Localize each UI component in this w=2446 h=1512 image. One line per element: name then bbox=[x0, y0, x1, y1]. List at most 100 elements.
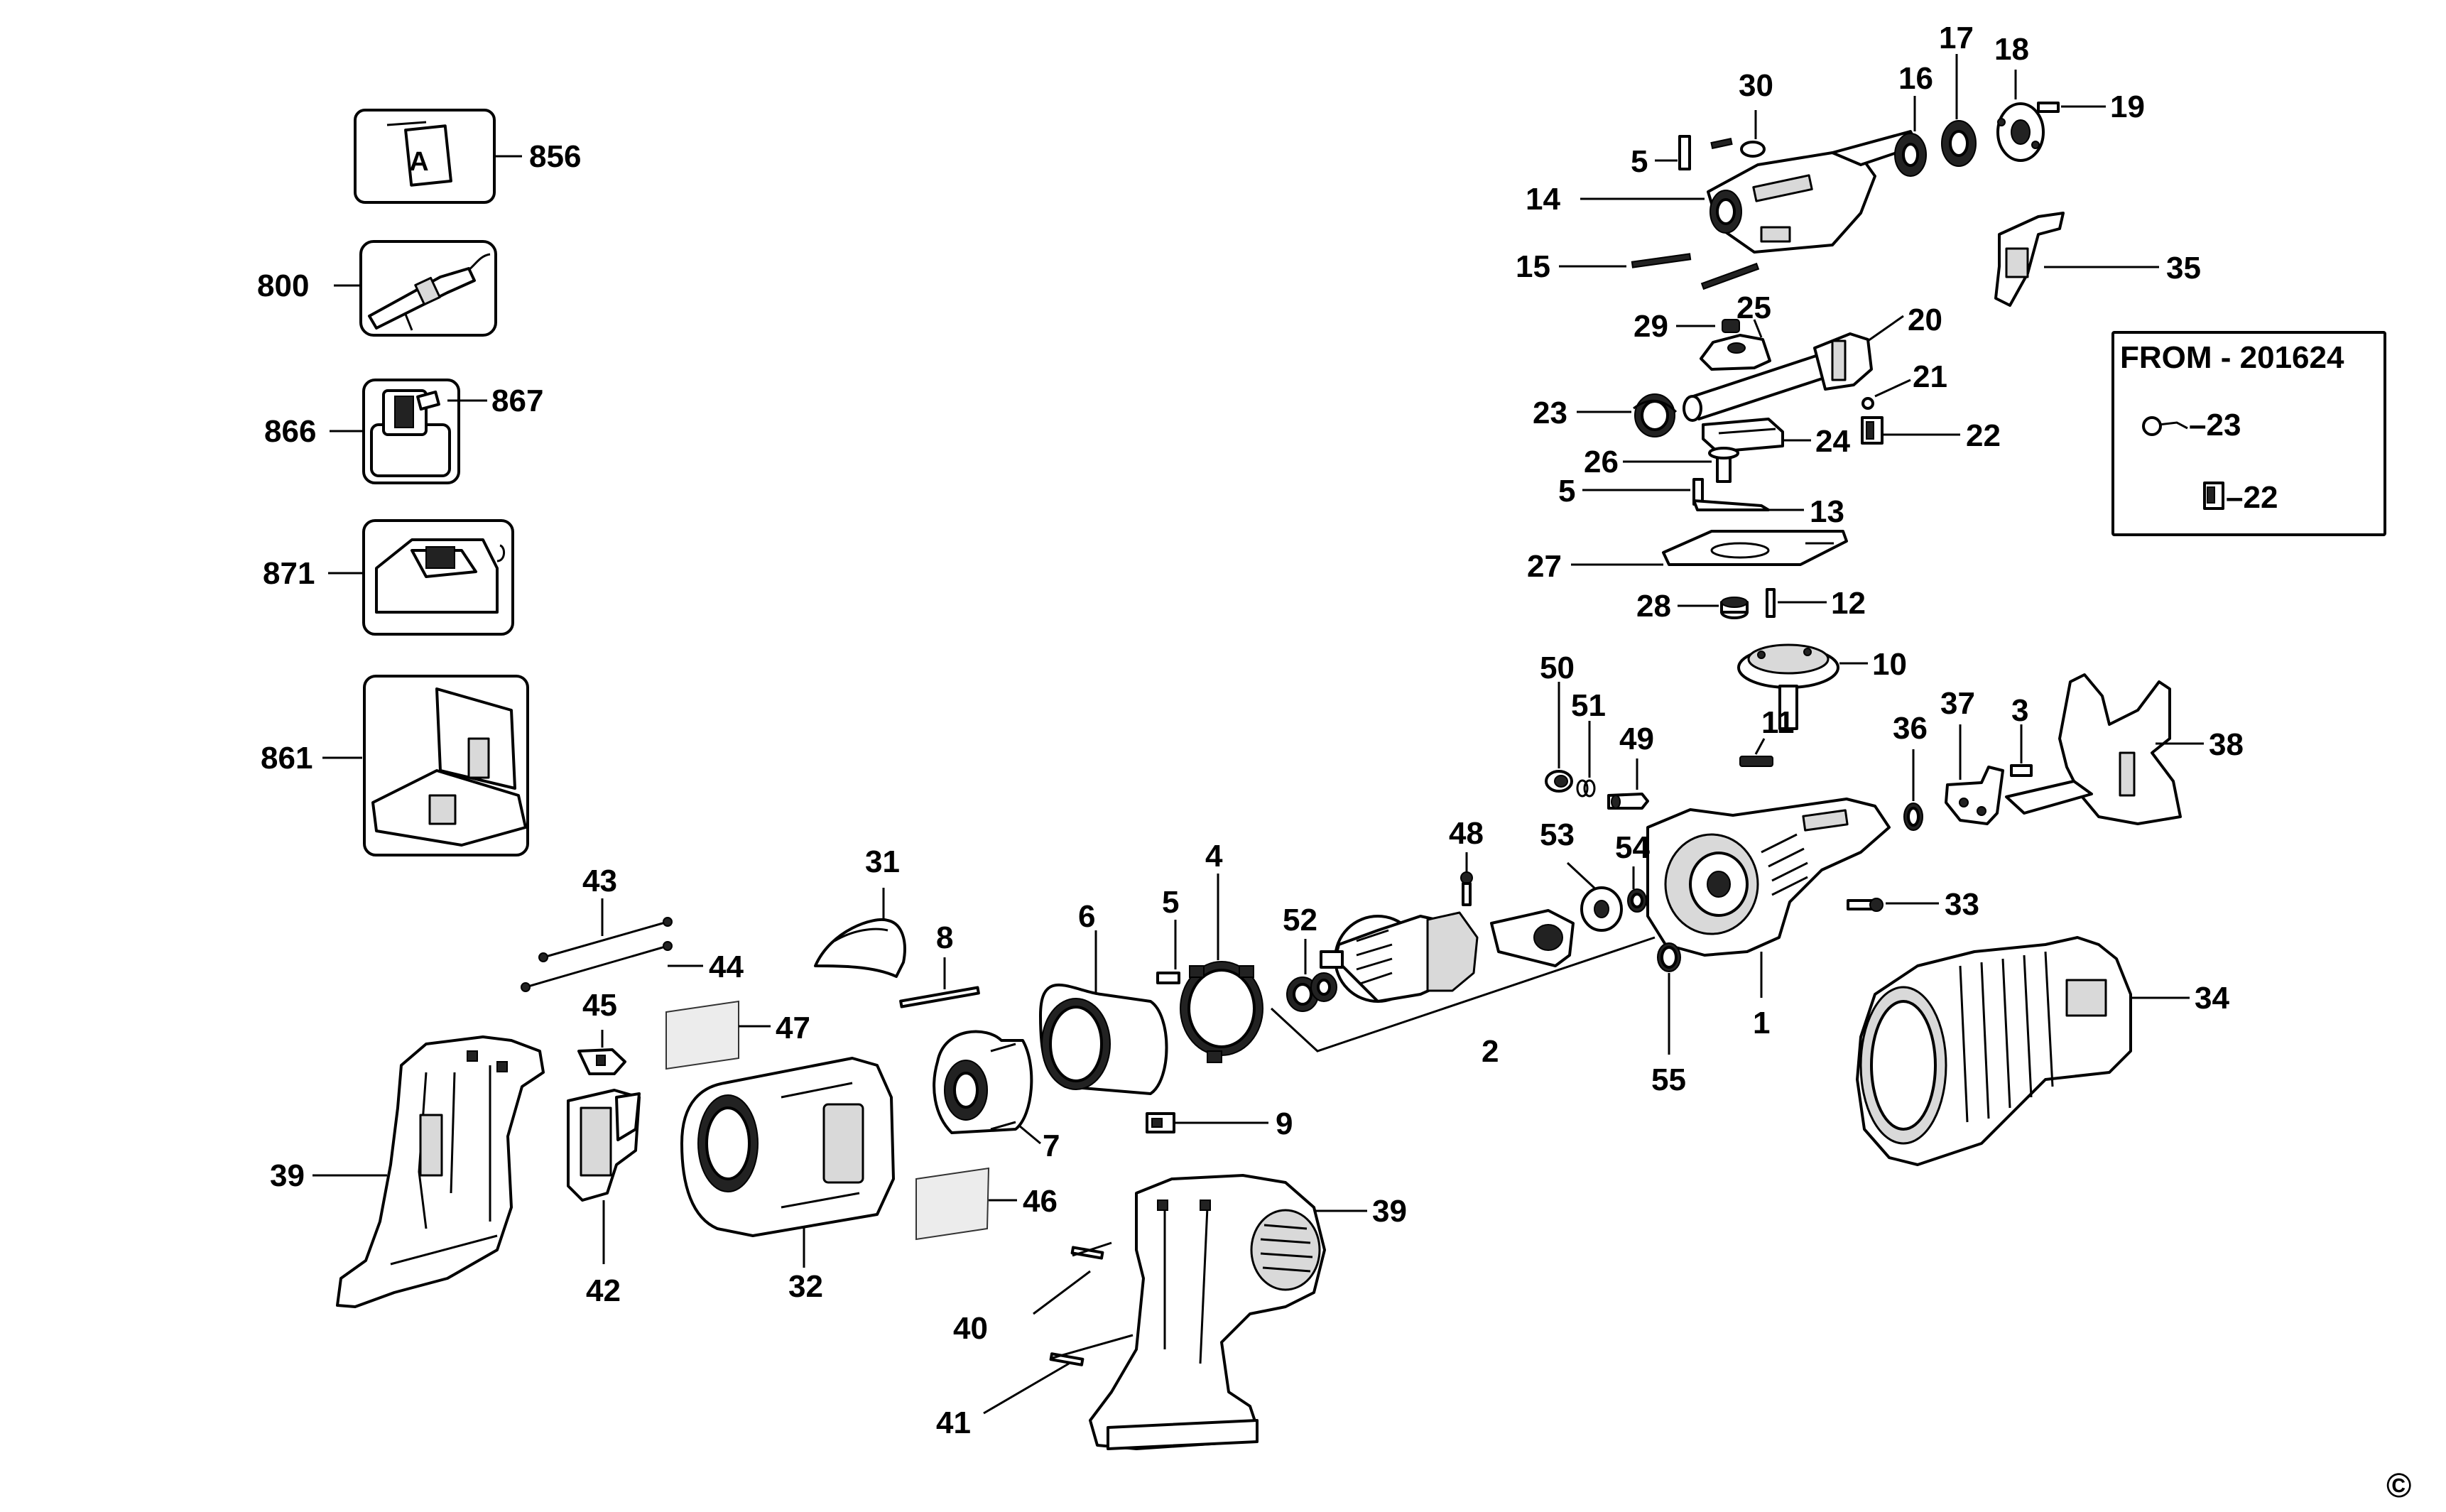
label-800: 800 bbox=[257, 268, 309, 303]
part-2-armature bbox=[1320, 911, 1479, 1003]
part-15-pins bbox=[1631, 253, 1760, 290]
label-46: 46 bbox=[1023, 1184, 1058, 1219]
part-28-bushing bbox=[1720, 597, 1749, 619]
part-55-o-ring bbox=[1657, 942, 1681, 972]
label-23: 23 bbox=[1533, 396, 1567, 430]
label-21: 21 bbox=[1913, 359, 1947, 394]
part-50-cap bbox=[1545, 770, 1573, 793]
label-31: 31 bbox=[865, 844, 900, 879]
part-17-washer bbox=[1941, 120, 1977, 167]
accessory-856-manual: A 856 bbox=[354, 109, 581, 204]
callout-item-22: –22 bbox=[2226, 480, 2278, 515]
part-24-guide-block bbox=[1702, 418, 1784, 453]
label-53: 53 bbox=[1540, 817, 1575, 852]
label-856: 856 bbox=[529, 139, 581, 174]
label-34: 34 bbox=[2195, 981, 2229, 1016]
label-42: 42 bbox=[586, 1273, 621, 1308]
label-33: 33 bbox=[1945, 887, 1979, 922]
part-38-shoe bbox=[2005, 673, 2182, 825]
label-871: 871 bbox=[263, 556, 315, 591]
label-20: 20 bbox=[1908, 303, 1942, 337]
label-45: 45 bbox=[582, 988, 617, 1023]
label-39-right: 39 bbox=[1372, 1194, 1407, 1229]
part-16-washer bbox=[1894, 133, 1927, 177]
part-33-screw bbox=[1847, 898, 1884, 912]
part-25-bracket bbox=[1700, 334, 1771, 371]
label-44: 44 bbox=[709, 950, 744, 984]
manual-letter: A bbox=[409, 147, 428, 177]
callout-item-23: –23 bbox=[2189, 408, 2241, 442]
label-866: 866 bbox=[264, 414, 316, 449]
part-30-pin bbox=[1710, 137, 1766, 158]
part-35-lever bbox=[1994, 212, 2065, 307]
part-49-button bbox=[1607, 793, 1649, 810]
part-10-wobble-gear bbox=[1737, 643, 1839, 730]
label-48: 48 bbox=[1449, 816, 1484, 851]
copyright-symbol: © bbox=[2386, 1467, 2411, 1505]
part-29-nut bbox=[1722, 319, 1740, 333]
part-53-bearing-plate bbox=[1490, 909, 1575, 967]
label-28: 28 bbox=[1636, 589, 1671, 624]
label-51: 51 bbox=[1571, 688, 1606, 723]
label-37: 37 bbox=[1940, 686, 1975, 721]
part-47-insulator-sheet bbox=[665, 1000, 739, 1070]
label-15: 15 bbox=[1516, 249, 1550, 284]
part-48-screw bbox=[1460, 871, 1473, 906]
part-36-o-ring bbox=[1903, 803, 1923, 831]
label-25: 25 bbox=[1736, 290, 1771, 325]
label-5-middle: 5 bbox=[1558, 474, 1575, 508]
part-21-ball bbox=[1861, 397, 1874, 410]
part-12-pin bbox=[1766, 588, 1776, 618]
label-55: 55 bbox=[1651, 1062, 1686, 1097]
accessory-861-case: 861 bbox=[261, 675, 529, 856]
part-6-magnet-sleeve bbox=[1039, 983, 1168, 1095]
part-11-key bbox=[1739, 756, 1773, 767]
label-10: 10 bbox=[1872, 647, 1907, 682]
part-4-brush-ring bbox=[1180, 961, 1263, 1063]
part-7-brush-holder bbox=[933, 1030, 1033, 1134]
label-22: 22 bbox=[1966, 418, 2001, 453]
part-52-bearing bbox=[1286, 972, 1337, 1012]
label-39-left: 39 bbox=[270, 1158, 305, 1193]
label-41: 41 bbox=[936, 1405, 971, 1440]
part-39-handle-left bbox=[336, 1035, 545, 1308]
part-22-latch bbox=[1861, 416, 1884, 445]
part-23-spring bbox=[1633, 393, 1678, 437]
label-29: 29 bbox=[1634, 309, 1668, 344]
part-44-wire bbox=[521, 941, 673, 992]
label-16: 16 bbox=[1898, 61, 1933, 96]
part-53-bearing bbox=[1580, 886, 1623, 932]
accessory-871-charger: 871 bbox=[263, 519, 514, 636]
label-13: 13 bbox=[1810, 494, 1844, 529]
label-17: 17 bbox=[1939, 21, 1974, 55]
part-14-gear-housing-cover bbox=[1707, 130, 1919, 254]
part-8-rod bbox=[899, 986, 980, 1008]
part-39-handle-right bbox=[1089, 1174, 1326, 1450]
part-41-screw bbox=[1049, 1352, 1085, 1366]
part-19-screw bbox=[2037, 102, 2060, 113]
label-4: 4 bbox=[1205, 839, 1223, 874]
part-18-clamp-collar bbox=[1996, 102, 2045, 162]
part-37-plate bbox=[1945, 766, 2004, 825]
label-54: 54 bbox=[1615, 830, 1650, 865]
part-32-field bbox=[680, 1057, 895, 1237]
part-9-brush bbox=[1146, 1112, 1207, 1133]
label-36: 36 bbox=[1893, 711, 1928, 746]
part-31-cap bbox=[814, 918, 906, 978]
label-38: 38 bbox=[2209, 727, 2244, 762]
callout-title: FROM - 201624 bbox=[2120, 340, 2344, 375]
accessory-866-battery: 867 866 bbox=[264, 379, 543, 484]
label-19: 19 bbox=[2110, 89, 2145, 124]
label-5-motor: 5 bbox=[1162, 885, 1179, 920]
part-45-connector bbox=[577, 1048, 626, 1075]
label-8: 8 bbox=[936, 920, 953, 955]
label-2: 2 bbox=[1482, 1034, 1499, 1069]
label-50: 50 bbox=[1540, 651, 1575, 685]
accessory-800-soldering-tool: 800 bbox=[257, 240, 497, 337]
label-47: 47 bbox=[776, 1011, 810, 1045]
label-30: 30 bbox=[1739, 68, 1773, 103]
part-40-screw bbox=[1070, 1246, 1104, 1260]
part-42-switch bbox=[567, 1089, 641, 1202]
part-1-gearbox-housing bbox=[1646, 798, 1891, 957]
